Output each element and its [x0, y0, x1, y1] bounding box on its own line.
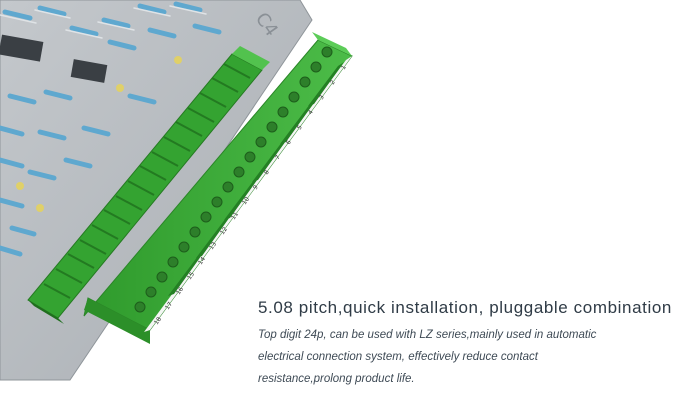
pin-number: 7: [274, 154, 282, 161]
pin-number: 9: [252, 184, 260, 191]
pin-number: 4: [307, 109, 315, 116]
pin-number: 18: [153, 316, 163, 326]
pin-number: 11: [230, 211, 240, 221]
pin-number: 14: [197, 256, 207, 266]
pin-numbers: 1 2 3 4 5 6 7 8 9 10 11 12 13 14 15 16 1…: [153, 64, 348, 326]
wire-entry-slots: [168, 62, 344, 296]
pin-number: 5: [296, 124, 304, 131]
pin-number: 8: [263, 169, 271, 176]
pin-number: 2: [329, 79, 337, 86]
pin-number: 13: [208, 241, 218, 251]
headline: 5.08 pitch,quick installation, pluggable…: [258, 298, 672, 317]
ic-chips: [0, 34, 108, 83]
pin-number: 1: [340, 64, 348, 71]
pin-number: 6: [285, 139, 293, 146]
pin-number: 16: [175, 286, 185, 296]
pin-number: 12: [219, 226, 229, 236]
description-line-3: resistance,prolong product life.: [258, 373, 415, 385]
pin-number: 10: [241, 196, 251, 206]
description-line-1: Top digit 24p, can be used with LZ serie…: [258, 329, 597, 341]
description-line-2: electrical connection system, effectivel…: [258, 351, 538, 363]
screw-holes: [134, 46, 333, 313]
pin-number: 3: [318, 94, 326, 101]
resistors: [0, 1, 222, 257]
pin-number: 15: [186, 271, 196, 281]
pcb-header-socket: [27, 46, 270, 324]
pin-number: 17: [164, 301, 174, 311]
